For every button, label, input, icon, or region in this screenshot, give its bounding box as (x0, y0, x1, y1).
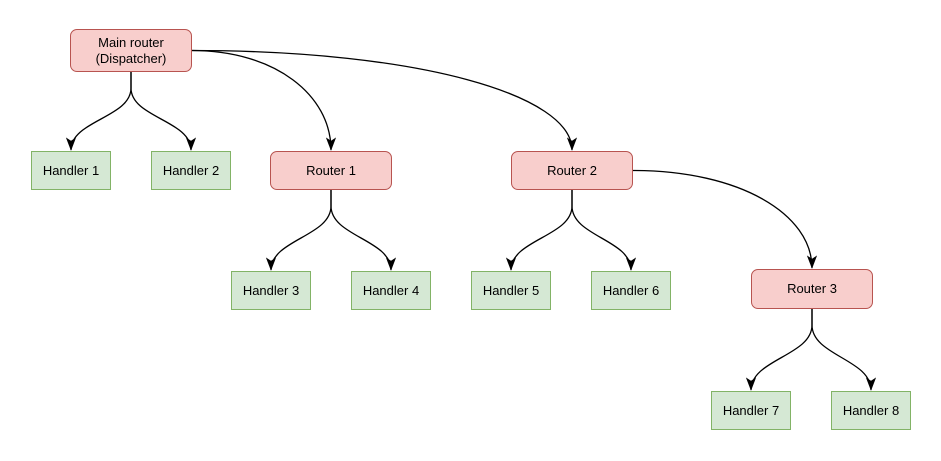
node-router-3-label: Router 3 (787, 281, 837, 297)
node-router-1: Router 1 (270, 151, 392, 190)
node-main-router-label: Main router (Dispatcher) (95, 34, 167, 66)
node-main-router: Main router (Dispatcher) (70, 29, 192, 72)
node-router-2-label: Router 2 (547, 162, 597, 178)
node-handler-1-label: Handler 1 (42, 162, 100, 178)
node-handler-5: Handler 5 (471, 271, 551, 310)
node-handler-2-label: Handler 2 (162, 162, 220, 178)
node-handler-3: Handler 3 (231, 271, 311, 310)
node-handler-4: Handler 4 (351, 271, 431, 310)
edge-main-router2 (191, 49, 572, 151)
edge-router3-handler8 (811, 309, 871, 390)
node-handler-2: Handler 2 (151, 151, 231, 190)
edge-router3-handler7 (751, 309, 813, 390)
node-handler-4-label: Handler 4 (362, 282, 420, 298)
edge-group (71, 49, 871, 391)
node-handler-8: Handler 8 (831, 391, 911, 430)
node-handler-1: Handler 1 (31, 151, 111, 190)
edge-main-handler2 (130, 72, 191, 150)
edge-router2-handler5 (511, 190, 573, 270)
node-handler-7-label: Handler 7 (722, 402, 780, 418)
node-router-2: Router 2 (511, 151, 633, 190)
node-router-1-label: Router 1 (306, 162, 356, 178)
node-handler-6: Handler 6 (591, 271, 671, 310)
node-handler-8-label: Handler 8 (842, 402, 900, 418)
node-handler-5-label: Handler 5 (482, 282, 540, 298)
edge-router2-router3 (632, 169, 812, 269)
node-router-3: Router 3 (751, 269, 873, 309)
edge-router1-handler4 (330, 190, 391, 270)
edge-main-router1 (191, 49, 331, 151)
edge-router1-handler3 (271, 190, 332, 270)
node-handler-3-label: Handler 3 (242, 282, 300, 298)
edge-main-handler1 (71, 72, 132, 150)
node-handler-7: Handler 7 (711, 391, 791, 430)
edge-router2-handler6 (571, 190, 631, 270)
node-handler-6-label: Handler 6 (602, 282, 660, 298)
